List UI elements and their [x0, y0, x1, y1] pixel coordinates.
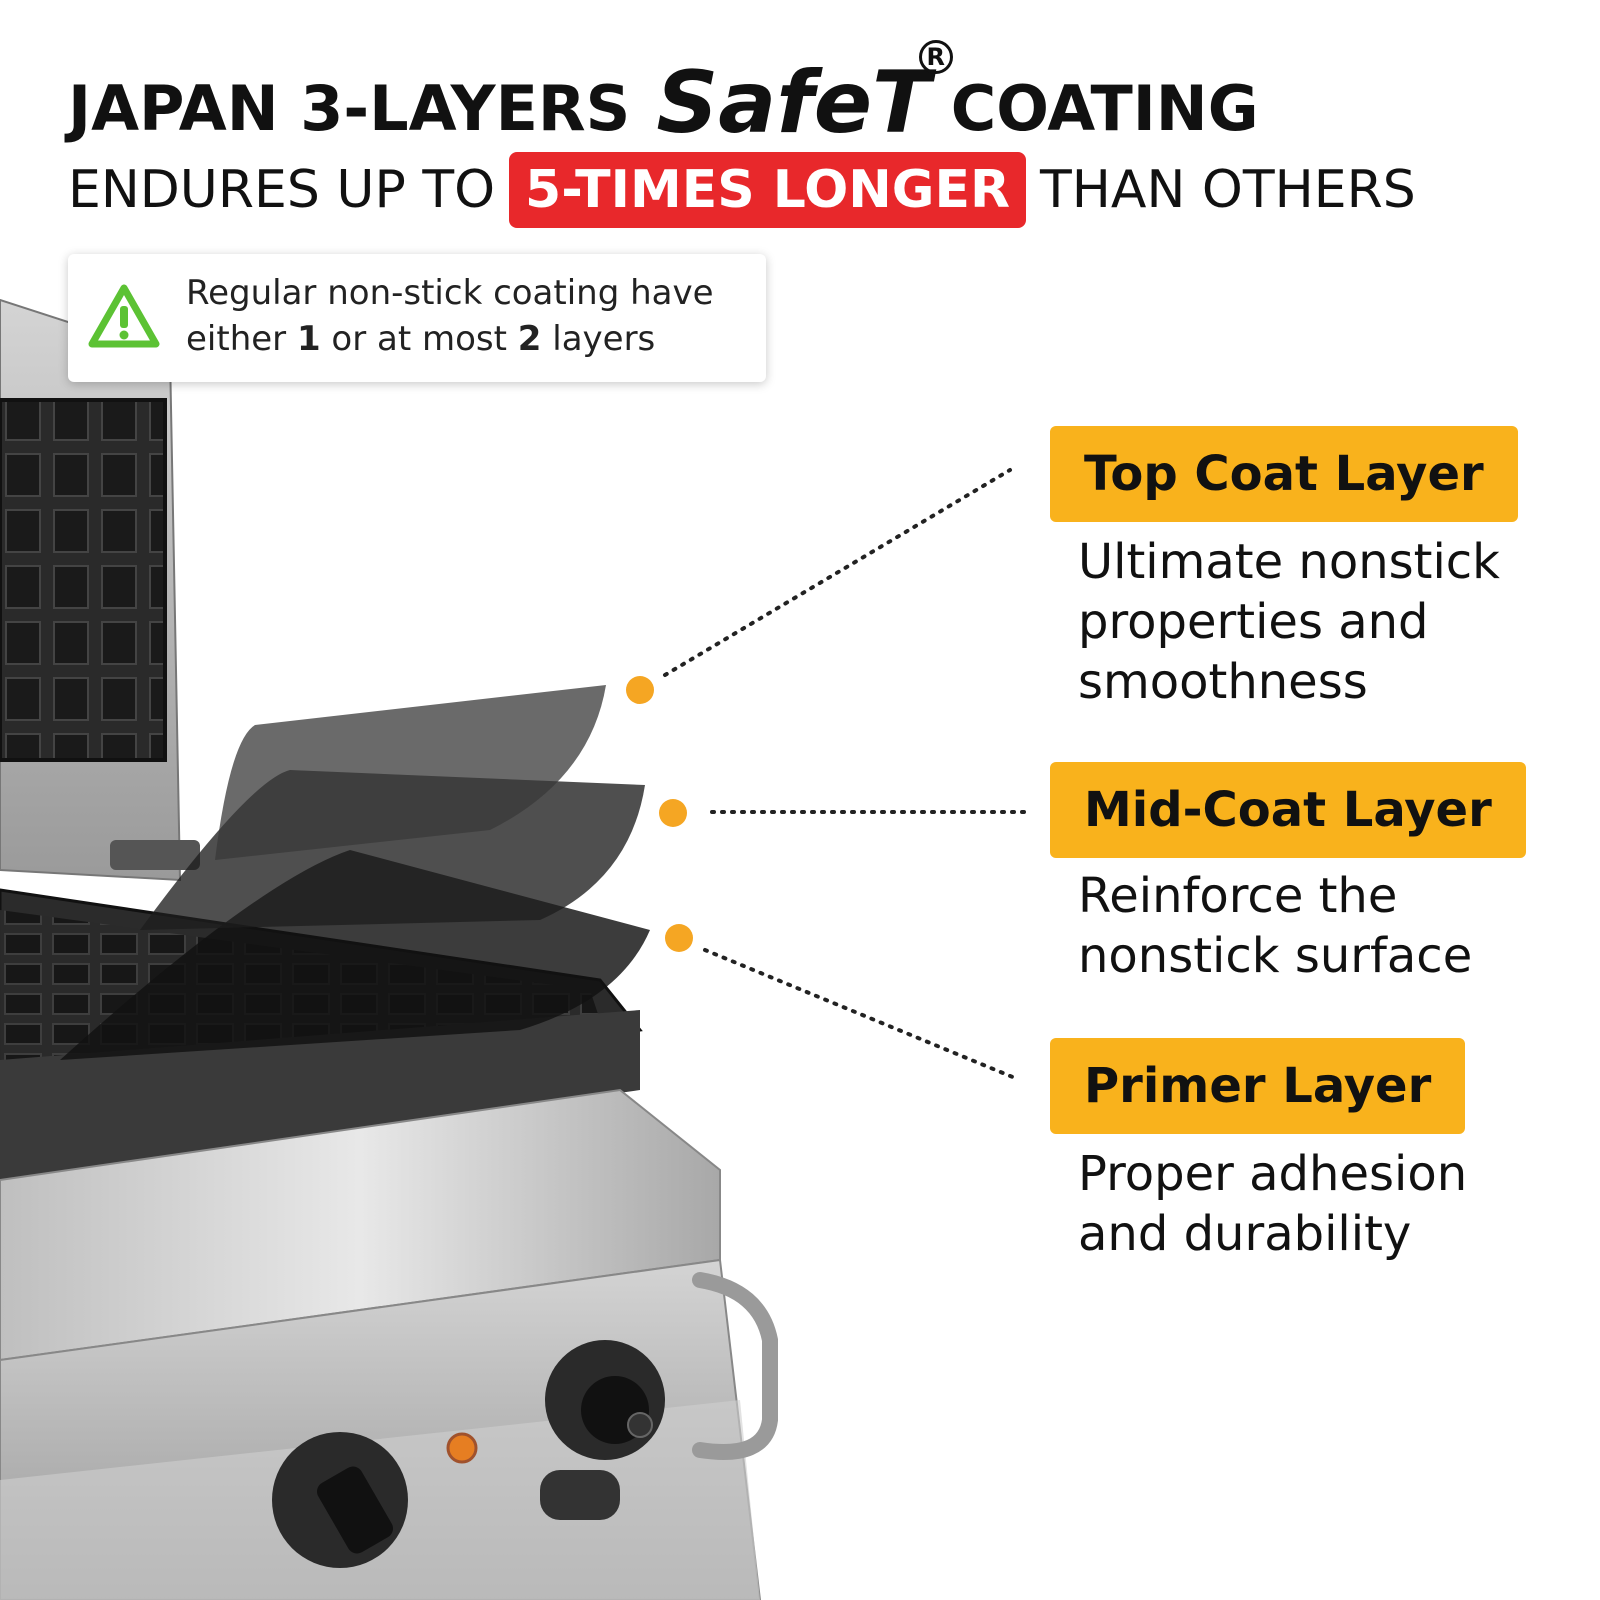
mid-coat-description: Reinforce the nonstick surface: [1078, 866, 1578, 986]
brand-logo: SafeT R: [656, 40, 953, 146]
subline-suffix: THAN OTHERS: [1040, 160, 1416, 220]
side-handle: [692, 1272, 778, 1460]
mid-coat-desc-line-1: Reinforce the: [1078, 868, 1398, 924]
registered-mark: R: [918, 40, 953, 74]
mid-coat-dot: [659, 799, 687, 827]
mid-coat-label: Mid-Coat Layer: [1050, 762, 1526, 858]
primer-label: Primer Layer: [1050, 1038, 1466, 1134]
top-coat-desc-line-2: properties and: [1078, 594, 1429, 650]
mid-coat-desc-line-2: nonstick surface: [1078, 928, 1473, 984]
info-note: Regular non-stick coating have either 1 …: [68, 254, 766, 382]
waffle-maker-illustration: [0, 298, 778, 1600]
top-coat-desc-line-3: smoothness: [1078, 654, 1368, 710]
headline-suffix: COATING: [950, 72, 1259, 145]
top-coat-desc-line-1: Ultimate nonstick: [1078, 534, 1500, 590]
note-line-2: either 1 or at most 2 layers: [186, 319, 656, 359]
warning-triangle-icon: [88, 284, 160, 348]
subline-highlight: 5-TIMES LONGER: [509, 152, 1027, 228]
middle-tray: [0, 1088, 721, 1362]
top-coat-layer-sheet: [215, 685, 606, 860]
indicator-light: [446, 1432, 478, 1464]
note-num-2: 2: [517, 319, 542, 359]
timer-knob: [272, 1432, 408, 1568]
upper-plate: [0, 398, 167, 762]
note-line-1: Regular non-stick coating have: [186, 273, 714, 313]
headline-prefix: JAPAN 3-LAYERS: [68, 72, 631, 145]
subline-prefix: ENDURES UP TO: [68, 160, 496, 220]
top-coat-label: Top Coat Layer: [1050, 426, 1518, 522]
foot: [540, 1470, 620, 1520]
top-coat-description: Ultimate nonstick properties and smoothn…: [1078, 532, 1578, 712]
primer-connector: [703, 948, 1017, 1080]
primer-dot: [665, 924, 693, 952]
temperature-knob: [545, 1340, 665, 1460]
note-text: Regular non-stick coating have either 1 …: [186, 270, 756, 362]
primer-desc-line-2: and durability: [1078, 1206, 1412, 1262]
brand-logo-text: SafeT: [656, 53, 931, 153]
primer-description: Proper adhesion and durability: [1078, 1144, 1578, 1264]
subline: ENDURES UP TO 5-TIMES LONGER THAN OTHERS: [68, 148, 1416, 232]
note-num-1: 1: [296, 319, 321, 359]
top-coat-connector: [663, 468, 1012, 677]
primer-desc-line-1: Proper adhesion: [1078, 1146, 1468, 1202]
headline: JAPAN 3-LAYERS SafeT R COATING: [68, 40, 1259, 146]
top-coat-dot: [626, 676, 654, 704]
